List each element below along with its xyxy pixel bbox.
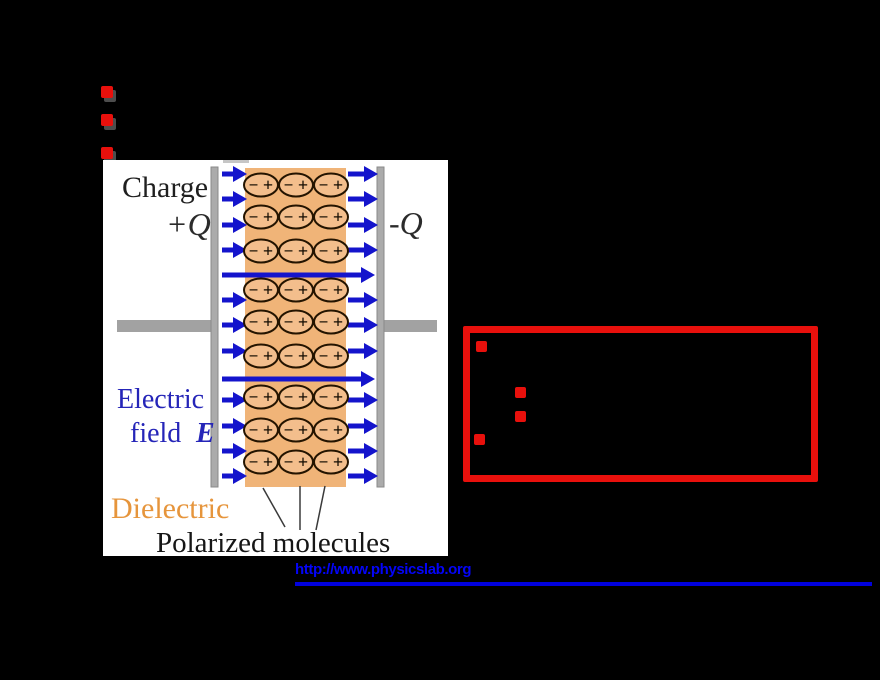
molecule <box>313 277 349 303</box>
molecule-minus-sign: − <box>249 176 259 195</box>
electric-field-label-line2: field E <box>130 418 215 449</box>
image-top-smudge <box>223 160 249 163</box>
molecule-plus-sign: + <box>333 346 343 366</box>
polarized-molecules: −+−+−+−+−+−+−+−+−+−+−+−+−+−+−+−+−+−+−+−+… <box>243 172 349 475</box>
capacitor-dielectric-figure: −+−+−+−+−+−+−+−+−+−+−+−+−+−+−+−+−+−+−+−+… <box>103 160 448 559</box>
molecule-plus-sign: + <box>298 280 308 300</box>
molecule <box>313 343 349 369</box>
molecule-plus-sign: + <box>298 207 308 227</box>
molecule-minus-sign: − <box>319 347 329 366</box>
figure-svg: −+−+−+−+−+−+−+−+−+−+−+−+−+−+−+−+−+−+−+−+… <box>111 166 437 559</box>
molecule-minus-sign: − <box>319 388 329 407</box>
molecule-minus-sign: − <box>319 176 329 195</box>
molecule-minus-sign: − <box>284 388 294 407</box>
molecule-minus-sign: − <box>249 388 259 407</box>
molecule-minus-sign: − <box>249 313 259 332</box>
molecule-minus-sign: − <box>319 421 329 440</box>
molecule <box>313 449 349 475</box>
molecule-plus-sign: + <box>298 346 308 366</box>
molecule-plus-sign: + <box>263 280 273 300</box>
hyperlink-row: http://www.physicslab.org <box>295 561 872 587</box>
bullet-marker <box>101 86 113 98</box>
molecule <box>313 172 349 198</box>
sub-bullet-marker <box>515 411 526 422</box>
molecule <box>313 204 349 230</box>
molecule-plus-sign: + <box>298 312 308 332</box>
molecule-plus-sign: + <box>298 387 308 407</box>
right-plate <box>376 166 385 488</box>
molecule <box>313 238 349 264</box>
molecule <box>313 417 349 443</box>
sub-bullet-marker <box>515 387 526 398</box>
molecule-plus-sign: + <box>333 280 343 300</box>
field-arrows <box>222 166 378 484</box>
molecule-plus-sign: + <box>263 175 273 195</box>
hyperlink-underline <box>295 582 872 586</box>
molecule-minus-sign: − <box>319 453 329 472</box>
molecule-minus-sign: − <box>249 421 259 440</box>
molecule-minus-sign: − <box>284 347 294 366</box>
molecule-plus-sign: + <box>333 387 343 407</box>
molecule <box>313 309 349 335</box>
molecule <box>313 384 349 410</box>
molecule-minus-sign: − <box>284 281 294 300</box>
molecule-plus-sign: + <box>298 420 308 440</box>
molecule-minus-sign: − <box>284 453 294 472</box>
plus-q-label: +Q <box>166 206 211 242</box>
molecule-minus-sign: − <box>249 242 259 261</box>
molecule-plus-sign: + <box>333 241 343 261</box>
molecule-plus-sign: + <box>263 312 273 332</box>
molecule-minus-sign: − <box>284 208 294 227</box>
molecule-plus-sign: + <box>263 346 273 366</box>
molecule-plus-sign: + <box>333 207 343 227</box>
molecule-plus-sign: + <box>333 452 343 472</box>
molecule-plus-sign: + <box>263 241 273 261</box>
molecule-minus-sign: − <box>319 281 329 300</box>
molecule-minus-sign: − <box>284 242 294 261</box>
molecule-plus-sign: + <box>333 312 343 332</box>
molecule-plus-sign: + <box>333 420 343 440</box>
molecule-minus-sign: − <box>319 313 329 332</box>
molecule-plus-sign: + <box>298 452 308 472</box>
charge-label: Charge <box>122 171 208 204</box>
molecule-minus-sign: − <box>319 242 329 261</box>
bullet-marker <box>101 114 113 126</box>
left-wire <box>117 320 211 332</box>
molecule-plus-sign: + <box>263 452 273 472</box>
polarized-molecules-label: Polarized molecules <box>156 527 390 556</box>
molecule-plus-sign: + <box>263 387 273 407</box>
callout-box <box>463 326 818 482</box>
dielectric-label: Dielectric <box>111 492 229 525</box>
molecule-minus-sign: − <box>249 453 259 472</box>
electric-field-label-line1: Electric <box>117 384 204 415</box>
minus-q-label: -Q <box>389 205 423 241</box>
left-plate <box>210 166 219 488</box>
molecule-minus-sign: − <box>284 421 294 440</box>
field-symbol-E: E <box>195 418 215 449</box>
molecule-minus-sign: − <box>319 208 329 227</box>
molecule-minus-sign: − <box>284 313 294 332</box>
molecule-minus-sign: − <box>284 176 294 195</box>
bullet-marker <box>474 434 485 445</box>
field-word: field <box>130 418 181 449</box>
molecule-plus-sign: + <box>298 241 308 261</box>
molecule-plus-sign: + <box>263 207 273 227</box>
molecule-plus-sign: + <box>298 175 308 195</box>
molecule-minus-sign: − <box>249 281 259 300</box>
right-wire <box>384 320 437 332</box>
hyperlink[interactable]: http://www.physicslab.org <box>295 561 472 578</box>
molecule-minus-sign: − <box>249 347 259 366</box>
pointer-lines <box>262 485 326 531</box>
molecule-plus-sign: + <box>263 420 273 440</box>
molecule-minus-sign: − <box>249 208 259 227</box>
molecule-plus-sign: + <box>333 175 343 195</box>
bullet-marker <box>101 147 113 159</box>
bullet-marker <box>476 341 487 352</box>
